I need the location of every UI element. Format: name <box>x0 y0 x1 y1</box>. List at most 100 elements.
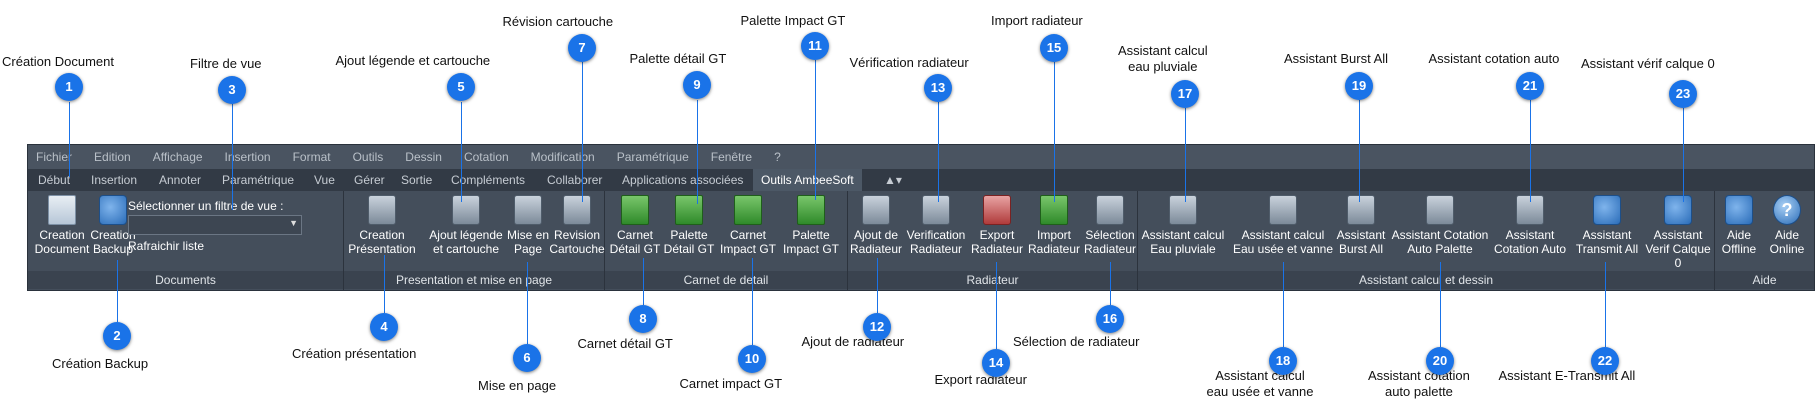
menu-item-fenetre[interactable]: Fenêtre <box>710 150 753 164</box>
annotation-4: Création présentation <box>292 346 417 361</box>
assistant-verif-label: Assistant Verif Calque 0 <box>1645 228 1711 270</box>
annotation-21: Assistant cotation auto <box>1428 51 1560 66</box>
badge-12: 12 <box>863 313 891 341</box>
annotation-13: Vérification radiateur <box>849 55 969 70</box>
palette-detail-gt-button[interactable]: Palette Détail GT <box>661 195 717 256</box>
menu-item-format[interactable]: Format <box>292 150 331 164</box>
menu-item-edition[interactable]: Edition <box>94 150 131 164</box>
tab-collaborer[interactable]: Collaborer <box>547 173 603 187</box>
revision-cartouche-label: Revision Cartouche <box>549 228 605 256</box>
assistant-burst-label: Assistant Burst All <box>1336 228 1386 256</box>
badge-8: 8 <box>629 305 657 333</box>
menu-bar: Fichier Edition Affichage Insertion Format Ou… <box>28 145 1814 169</box>
creation-backup-button[interactable]: Creation Backup <box>79 195 147 256</box>
tab-debut[interactable]: Début <box>38 173 71 187</box>
menu-item-dessin[interactable]: Dessin <box>405 150 442 164</box>
aide-online-button[interactable]: ? Aide Online <box>1764 195 1810 256</box>
creation-presentation-label: Creation Présentation <box>348 228 416 256</box>
assistant-cotation-palette-button[interactable]: Assistant Cotation Auto Palette <box>1388 195 1492 256</box>
verification-radiateur-button[interactable]: Verification Radiateur <box>904 195 968 256</box>
export-radiateur-button[interactable]: Export Radiateur <box>968 195 1026 256</box>
carnet-detail-gt-button[interactable]: Carnet Détail GT <box>607 195 663 256</box>
group-separator <box>847 191 848 290</box>
leader-line-18 <box>1283 262 1284 347</box>
badge-18: 18 <box>1269 347 1297 375</box>
assistant-usee-button[interactable]: Assistant calcul Eau usée et vanne <box>1231 195 1335 256</box>
palette-impact-label: Palette Impact GT <box>782 228 839 256</box>
chevron-down-icon[interactable]: ▼ <box>289 218 298 228</box>
menu-item-affichage[interactable]: Affichage <box>152 150 203 164</box>
annotation-15: Import radiateur <box>991 13 1083 28</box>
wastewater-calculator-icon <box>1269 195 1297 225</box>
tab-overflow-toggle[interactable]: ▲▾ <box>884 173 902 187</box>
tab-outils-ambeesoft[interactable]: Outils AmbeeSoft <box>753 169 862 191</box>
annotation-2: Création Backup <box>52 356 149 371</box>
tab-applications-associees[interactable]: Applications associées <box>622 173 744 187</box>
leader-line-10 <box>752 258 753 345</box>
leader-line-19 <box>1359 100 1360 202</box>
selection-radiateur-button[interactable]: Sélection Radiateur <box>1082 195 1138 256</box>
refresh-list-button[interactable]: Rafraichir liste <box>128 239 205 253</box>
leader-line-12 <box>877 258 878 313</box>
badge-22: 22 <box>1591 347 1619 375</box>
group-separator <box>604 191 605 290</box>
assistant-transmit-button[interactable]: Assistant Transmit All <box>1574 195 1640 256</box>
leader-line-4 <box>384 255 385 313</box>
tab-gerer[interactable]: Gérer <box>354 173 385 187</box>
menu-item-outils[interactable]: Outils <box>352 150 384 164</box>
tab-complements[interactable]: Compléments <box>451 173 526 187</box>
tab-annoter[interactable]: Annoter <box>159 173 202 187</box>
revision-cartouche-button[interactable]: Revision Cartouche <box>548 195 606 256</box>
annotation-12: Ajout de radiateur <box>801 334 905 349</box>
legend-grid-icon <box>452 195 480 225</box>
assistant-verif-button[interactable]: Assistant Verif Calque 0 <box>1641 195 1715 270</box>
assistant-pluviale-button[interactable]: Assistant calcul Eau pluviale <box>1138 195 1228 256</box>
tab-sortie[interactable]: Sortie <box>401 173 433 187</box>
ajout-radiateur-button[interactable]: Ajout de Radiateur <box>848 195 904 256</box>
creation-presentation-button[interactable]: Creation Présentation <box>348 195 416 256</box>
menu-item-modification[interactable]: Modification <box>530 150 595 164</box>
verification-radiateur-label: Verification Radiateur <box>906 228 966 256</box>
carnet-impact-gt-button[interactable]: Carnet Impact GT <box>717 195 779 256</box>
tab-vue[interactable]: Vue <box>314 173 335 187</box>
dimension-palette-icon <box>1426 195 1454 225</box>
leader-line-3 <box>232 104 233 210</box>
annotation-9: Palette détail GT <box>629 51 727 66</box>
aide-offline-button[interactable]: Aide Offline <box>1716 195 1762 256</box>
view-filter-select[interactable]: ▼ <box>128 215 302 235</box>
menu-item-help[interactable]: ? <box>774 150 781 164</box>
annotation-3: Filtre de vue <box>190 56 262 71</box>
new-document-icon <box>48 195 76 225</box>
tab-insertion[interactable]: Insertion <box>91 173 138 187</box>
annotation-18: Assistant calcul eau usée et vanne <box>1206 368 1314 399</box>
badge-6: 6 <box>513 344 541 372</box>
group-label-aide: Aide <box>1715 271 1814 289</box>
annotation-16: Sélection de radiateur <box>1013 334 1140 349</box>
palette-impact-gt-button[interactable]: Palette Impact GT <box>780 195 842 256</box>
leader-line-7 <box>582 62 583 202</box>
ajout-legende-button[interactable]: Ajout légende et cartouche <box>425 195 507 256</box>
assistant-cotation-auto-button[interactable]: Assistant Cotation Auto <box>1489 195 1571 256</box>
badge-20: 20 <box>1426 347 1454 375</box>
badge-5: 5 <box>447 73 475 101</box>
tab-parametrique[interactable]: Paramétrique <box>222 173 295 187</box>
annotation-10: Carnet impact GT <box>679 376 783 391</box>
assistant-cotation-auto-label: Assistant Cotation Auto <box>1493 228 1567 256</box>
assistant-burst-button[interactable]: Assistant Burst All <box>1335 195 1387 256</box>
selection-radiateur-label: Sélection Radiateur <box>1083 228 1137 256</box>
menu-item-cotation[interactable]: Cotation <box>463 150 509 164</box>
revision-check-icon <box>563 195 591 225</box>
menu-item-insertion[interactable]: Insertion <box>224 150 271 164</box>
group-separator <box>1137 191 1138 290</box>
creation-document-label: Creation Document <box>34 228 90 256</box>
ribbon-panel: Creation Document Creation Backup Sélect… <box>28 191 1814 290</box>
rain-calculator-icon <box>1169 195 1197 225</box>
menu-item-fichier[interactable]: Fichier <box>36 150 73 164</box>
creation-document-button[interactable]: Creation Document <box>28 195 96 256</box>
leader-line-2 <box>117 260 118 322</box>
menu-item-parametrique[interactable]: Paramétrique <box>616 150 689 164</box>
annotation-19: Assistant Burst All <box>1284 51 1389 66</box>
mise-en-page-button[interactable]: Mise en Page <box>500 195 556 256</box>
import-radiateur-button[interactable]: Import Radiateur <box>1026 195 1082 256</box>
badge-7: 7 <box>568 34 596 62</box>
